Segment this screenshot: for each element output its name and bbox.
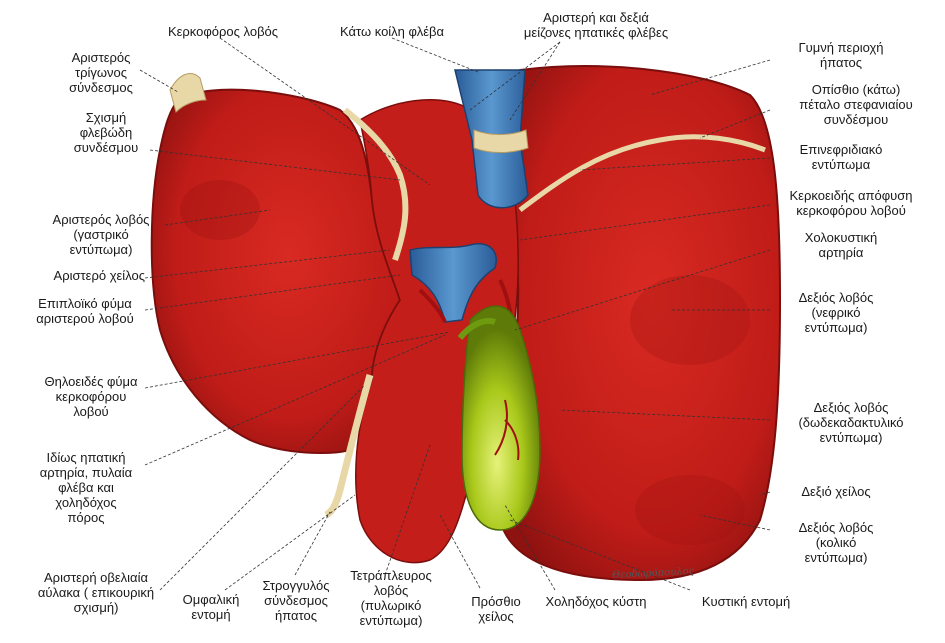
- label-left-lobe-gastric: Αριστερός λοβός (γαστρικό εντύπωμα): [52, 212, 150, 257]
- left-triangular-ligament: [169, 73, 207, 113]
- label-round-ligament: Στρογγυλός σύνδεσμος ήπατος: [262, 578, 330, 623]
- label-left-sagittal-fissure: Αριστερή οβελιαία αύλακα ( επικουρική σχ…: [37, 570, 155, 615]
- coronary-ligament: [518, 134, 766, 213]
- label-hepatic-veins: Αριστερή και δεξιά μείζονες ηπατικές φλέ…: [523, 10, 669, 40]
- ligamentum-venosum: [343, 107, 409, 261]
- shade-colic: [635, 475, 745, 545]
- gallbladder-body: [461, 305, 541, 531]
- label-right-lobe-duodenal: Δεξιός λοβός (δωδεκαδακτυλικό εντύπωμα): [798, 400, 904, 445]
- label-anterior-margin: Πρόσθιο χείλος: [471, 594, 521, 624]
- label-gallbladder: Χοληδόχος κύστη: [545, 594, 647, 609]
- label-papillary-process: Θηλοειδές φύμα κερκοφόρου λοβού: [44, 374, 138, 419]
- label-cystic-notch: Κυστική εντομή: [701, 594, 791, 609]
- label-left-triangular-ligament: Αριστερός τρίγωνος σύνδεσμος: [69, 50, 133, 95]
- label-caudate-process: Κερκοειδής απόφυση κερκοφόρου λοβού: [789, 188, 913, 218]
- shade-left: [180, 180, 260, 240]
- label-quadrate-lobe: Τετράπλευρος λοβός (πυλωρικό εντύπωμα): [350, 568, 432, 628]
- label-omental-tuber: Επιπλοϊκό φύμα αριστερού λοβού: [36, 296, 134, 326]
- label-left-margin: Αριστερό χείλος: [53, 268, 145, 283]
- liver-right-lobe: [494, 65, 782, 582]
- label-bare-area: Γυμνή περιοχή ήπατος: [798, 40, 884, 70]
- label-right-margin: Δεξιό χείλος: [801, 484, 871, 499]
- label-inferior-vena-cava: Κάτω κοίλη φλέβα: [339, 24, 444, 39]
- ivc-ligament-wrap: [473, 129, 529, 153]
- label-cystic-artery: Χολοκυστική αρτηρία: [804, 230, 878, 260]
- shade-right: [630, 275, 750, 365]
- label-right-lobe-renal: Δεξιός λοβός (νεφρικό εντύπωμα): [798, 290, 874, 335]
- label-cercophoros-lobe: Κερκοφόρος λοβός: [167, 24, 279, 39]
- label-suprarenal-impression: Επινεφριδιακό εντύπωμα: [799, 142, 883, 172]
- label-fissure-lig-venosum: Σχισμή φλεβώδη συνδέσμου: [73, 110, 139, 155]
- leader-lines: [139, 37, 771, 591]
- label-umbilical-notch: Ομφαλική εντομή: [182, 592, 240, 622]
- label-posterior-coronary: Οπίσθιο (κάτω) πέταλο στεφανιαίου συνδέσ…: [799, 82, 913, 127]
- cystic-duct: [457, 317, 497, 340]
- portal-vein: [409, 243, 497, 323]
- label-porta-structures: Ιδίως ηπατική αρτηρία, πυλαία φλέβα και …: [39, 450, 133, 525]
- round-ligament-strand: [324, 374, 374, 519]
- cystic-artery-branches: [494, 399, 520, 461]
- label-right-lobe-colic: Δεξιός λοβός (κολικό εντύπωμα): [798, 520, 874, 565]
